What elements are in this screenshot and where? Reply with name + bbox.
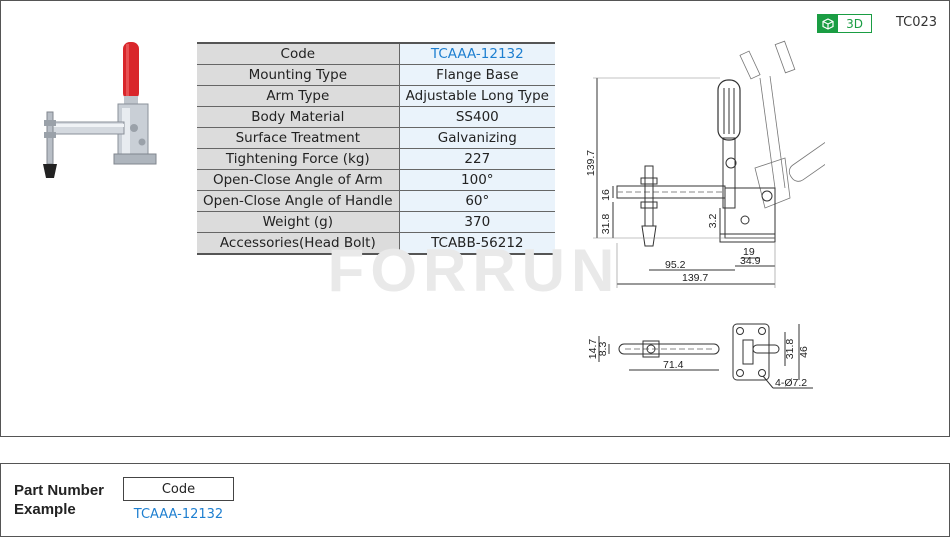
- table-row: Open-Close Angle of Handle 60°: [197, 190, 555, 212]
- spec-label: Tightening Force (kg): [197, 148, 400, 170]
- spec-value: Adjustable Long Type: [399, 85, 555, 107]
- spec-label: Body Material: [197, 106, 400, 128]
- dim-31-8-top: 31.8: [784, 339, 796, 360]
- table-row: Arm Type Adjustable Long Type: [197, 85, 555, 107]
- table-row: Surface Treatment Galvanizing: [197, 127, 555, 149]
- dim-3-2: 3.2: [707, 214, 719, 229]
- spec-label: Open-Close Angle of Arm: [197, 169, 400, 191]
- spec-label: Surface Treatment: [197, 127, 400, 149]
- spec-value: TCABB-56212: [399, 232, 555, 255]
- side-view-drawing: 139.7 16 31.8 3.2 19 34.9 95.2 139.7: [585, 40, 825, 288]
- spec-label: Arm Type: [197, 85, 400, 107]
- table-row: Mounting Type Flange Base: [197, 64, 555, 86]
- dim-14-7: 14.7: [587, 339, 599, 360]
- dim-46: 46: [798, 346, 810, 358]
- dim-height-total: 139.7: [585, 150, 597, 176]
- spec-table: Code TCAAA-12132 Mounting Type Flange Ba…: [197, 42, 555, 255]
- dim-16: 16: [600, 189, 612, 201]
- top-view-drawing: 14.7 8.3 71.4 31.8 46 4-Ø7.2: [587, 323, 813, 389]
- spec-value: 100°: [399, 169, 555, 191]
- spec-value: 227: [399, 148, 555, 170]
- forrun-watermark-logo: FORRUN: [328, 243, 621, 299]
- dim-length-total: 139.7: [682, 272, 708, 284]
- table-row: Code TCAAA-12132: [197, 43, 555, 65]
- spec-value: SS400: [399, 106, 555, 128]
- series-code: TC023: [896, 15, 938, 30]
- table-row: Open-Close Angle of Arm 100°: [197, 169, 555, 191]
- spec-label: Weight (g): [197, 211, 400, 233]
- svg-text:FORRUN: FORRUN: [328, 243, 621, 299]
- spec-label: Code: [197, 43, 400, 65]
- dim-95-2: 95.2: [665, 259, 686, 271]
- code-header-box: Code: [123, 477, 234, 501]
- 3d-view-button[interactable]: 3D: [817, 14, 872, 33]
- dim-31-8: 31.8: [600, 214, 612, 235]
- table-row: Accessories(Head Bolt) TCABB-56212: [197, 232, 555, 255]
- dim-34-9: 34.9: [740, 255, 761, 267]
- table-row: Tightening Force (kg) 227: [197, 148, 555, 170]
- spec-value: Galvanizing: [399, 127, 555, 149]
- table-row: Body Material SS400: [197, 106, 555, 128]
- part-number-label-line2: Example: [14, 501, 76, 518]
- spec-label: Open-Close Angle of Handle: [197, 190, 400, 212]
- cube-icon: [818, 15, 838, 32]
- dim-8-3: 8.3: [597, 342, 609, 357]
- spec-value: Flange Base: [399, 64, 555, 86]
- part-number-label: Part Number Example: [14, 481, 104, 519]
- spec-label: Mounting Type: [197, 64, 400, 86]
- product-photo: [43, 42, 157, 178]
- dim-holes: 4-Ø7.2: [775, 377, 807, 389]
- part-number-label-line1: Part Number: [14, 482, 105, 499]
- code-example-value[interactable]: TCAAA-12132: [133, 507, 224, 522]
- spec-value: 60°: [399, 190, 555, 212]
- dim-19: 19: [743, 246, 755, 258]
- dim-71-4: 71.4: [663, 359, 684, 371]
- spec-code-link[interactable]: TCAAA-12132: [399, 43, 555, 65]
- table-row: Weight (g) 370: [197, 211, 555, 233]
- spec-label: Accessories(Head Bolt): [197, 232, 400, 255]
- spec-value: 370: [399, 211, 555, 233]
- 3d-label: 3D: [846, 16, 863, 31]
